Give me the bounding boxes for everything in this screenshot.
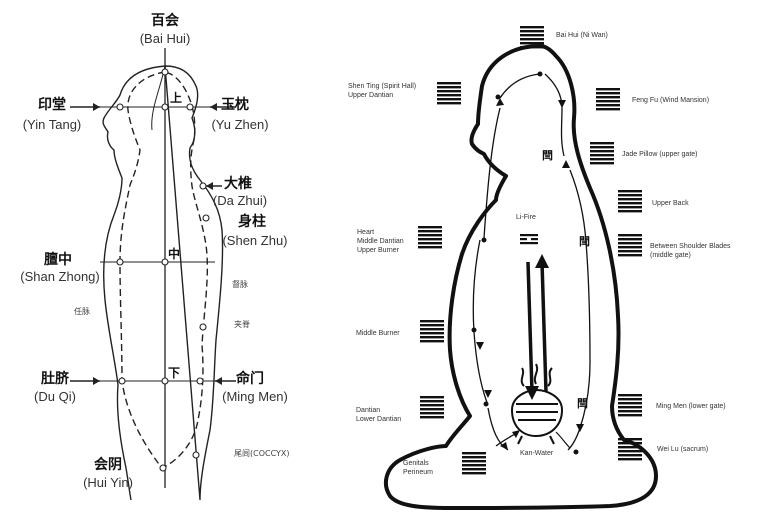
label-r-shen-ting: Shen Ting (Spirit Hall) Upper Dantian <box>348 83 417 100</box>
label-yin-tang-cn: 印堂 <box>38 97 66 113</box>
label-yu-zhen-py: (Yu Zhen) <box>211 117 269 132</box>
label-yin-tang-py: (Yin Tang) <box>22 117 82 132</box>
label-bai-hui-cn: 百会 <box>151 13 179 29</box>
label-shen-zhu-cn: 身柱 <box>238 214 266 230</box>
cauldron-icon <box>510 363 564 445</box>
label-r-middle-burner: Middle Burner <box>356 330 400 337</box>
label-shan-zhong-py: (Shan Zhong) <box>20 269 100 284</box>
label-r-heart: Heart Middle Dantian Upper Burner <box>357 229 404 255</box>
left-meridian-loop <box>119 71 209 469</box>
center-mark-lower: 下 <box>168 366 181 380</box>
label-da-zhui-py: (Da Zhui) <box>212 193 268 208</box>
label-r-bai-hui: Bai Hui (Ni Wan) <box>556 32 608 39</box>
label-r-kan-water: Kan-Water <box>520 450 554 457</box>
gate-icon-middle: 閆 <box>579 235 590 248</box>
label-r-wei-lu: Wei Lu (sacrum) <box>657 446 709 453</box>
center-mark-upper: 上 <box>170 91 183 105</box>
label-hui-yin-cn: 会阴 <box>94 457 122 473</box>
gate-icon-upper: 閆 <box>542 149 553 162</box>
label-r-dantian: Dantian Lower Dantian <box>356 407 402 424</box>
label-shan-zhong-cn: 膻中 <box>44 252 72 268</box>
label-shen-zhu-py: (Shen Zhu) <box>222 233 288 248</box>
label-ming-men-py: (Ming Men) <box>222 389 288 404</box>
right-body-outline <box>383 44 658 510</box>
label-du-mai: 督脉 <box>232 280 248 289</box>
left-body-outline <box>102 65 224 501</box>
label-yu-zhen-cn: 玉枕 <box>221 97 249 113</box>
label-r-feng-fu: Feng Fu (Wind Mansion) <box>632 97 710 104</box>
label-wei-lv: 尾闾(COCCYX) <box>234 449 290 458</box>
label-r-shoulder: Between Shoulder Blades (middle gate) <box>650 243 731 260</box>
label-du-qi-py: (Du Qi) <box>34 389 76 404</box>
center-mark-middle: 中 <box>168 247 181 261</box>
label-r-li-fire: Li-Fire <box>516 214 536 221</box>
label-r-upper-back: Upper Back <box>652 200 689 207</box>
label-du-qi-cn: 肚脐 <box>41 371 69 387</box>
label-da-zhui-cn: 大椎 <box>224 176 252 192</box>
hexagram-glyphs <box>418 26 642 475</box>
label-bai-hui-py: (Bai Hui) <box>139 31 191 46</box>
label-ming-men-cn: 命门 <box>236 371 264 387</box>
label-ren-mai: 任脉 <box>74 307 90 316</box>
gate-icon-lower: 閆 <box>577 397 588 410</box>
label-r-ming-men: Ming Men (lower gate) <box>656 403 726 410</box>
label-r-jade-pillow: Jade Pillow (upper gate) <box>622 151 698 158</box>
label-hui-yin-py: (Hui Yin) <box>83 475 133 490</box>
label-r-genitals: Genitals Perineum <box>403 460 433 477</box>
label-jia-ji: 夹脊 <box>234 320 250 329</box>
